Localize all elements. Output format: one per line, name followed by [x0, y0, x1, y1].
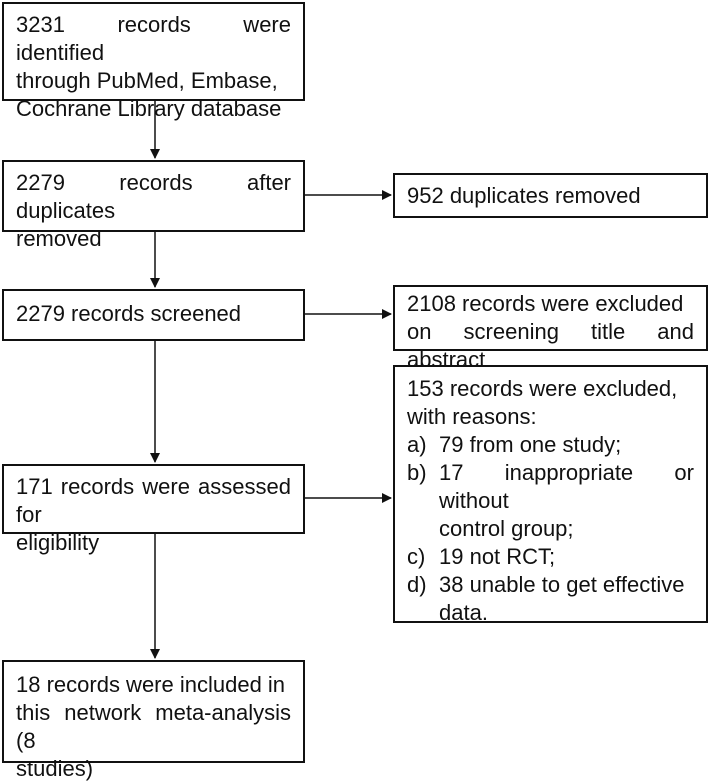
box-line: eligibility	[16, 530, 100, 555]
box-line: with reasons:	[407, 404, 537, 429]
box-line: 2108 records were excluded	[407, 291, 684, 316]
reason-marker: b)	[407, 460, 427, 485]
box-line: through PubMed, Embase,	[16, 68, 278, 93]
box-line: 18 records were included in	[16, 672, 286, 697]
box-line: this network meta-analysis (8	[16, 700, 291, 753]
reason-text: 17 inappropriate or without control grou…	[439, 459, 694, 543]
box-line: studies)	[16, 756, 94, 781]
box-line: data.	[439, 600, 488, 625]
duplicates-removed-box: 952 duplicates removed	[393, 173, 708, 218]
records-included-box: 18 records were included in this network…	[2, 660, 305, 781]
box-line: 3231 records were identified	[16, 12, 291, 65]
reason-item: a) 79 from one study;	[407, 431, 694, 459]
excluded-reasons-box: 153 records were excluded, with reasons:…	[393, 365, 708, 625]
box-line: 17 inappropriate or without	[439, 460, 694, 513]
reason-item: d) 38 unable to get effective data.	[407, 571, 694, 627]
box-line: 38 unable to get effective	[439, 572, 685, 597]
box-line: Cochrane Library database	[16, 96, 282, 121]
reason-marker: c)	[407, 544, 426, 569]
reason-text: 19 not RCT;	[439, 543, 694, 571]
box-line: 153 records were excluded,	[407, 376, 678, 401]
reason-marker: d)	[407, 572, 427, 597]
reason-item: c) 19 not RCT;	[407, 543, 694, 571]
box-line: 2279 records after duplicates	[16, 170, 291, 223]
excluded-screening-box: 2108 records were excluded on screening …	[393, 285, 708, 372]
reason-text: 38 unable to get effective data.	[439, 571, 694, 627]
box-line: 79 from one study;	[439, 432, 622, 457]
box-line: 19 not RCT;	[439, 544, 556, 569]
connector-arrows	[150, 101, 392, 659]
records-after-duplicates-box: 2279 records after duplicates removed	[2, 160, 305, 251]
records-screened-box: 2279 records screened	[2, 289, 305, 341]
box-line: control group;	[439, 516, 574, 541]
box-line: removed	[16, 226, 102, 251]
records-assessed-box: 171 records were assessed for eligibilit…	[2, 464, 305, 555]
box-line: 952 duplicates removed	[407, 183, 641, 208]
reason-marker: a)	[407, 432, 427, 457]
reason-text: 79 from one study;	[439, 431, 694, 459]
box-line: 171 records were assessed for	[16, 474, 291, 527]
box-line: 2279 records screened	[16, 301, 242, 326]
reason-item: b) 17 inappropriate or without control g…	[407, 459, 694, 543]
records-identified-box: 3231 records were identified through Pub…	[2, 2, 305, 121]
